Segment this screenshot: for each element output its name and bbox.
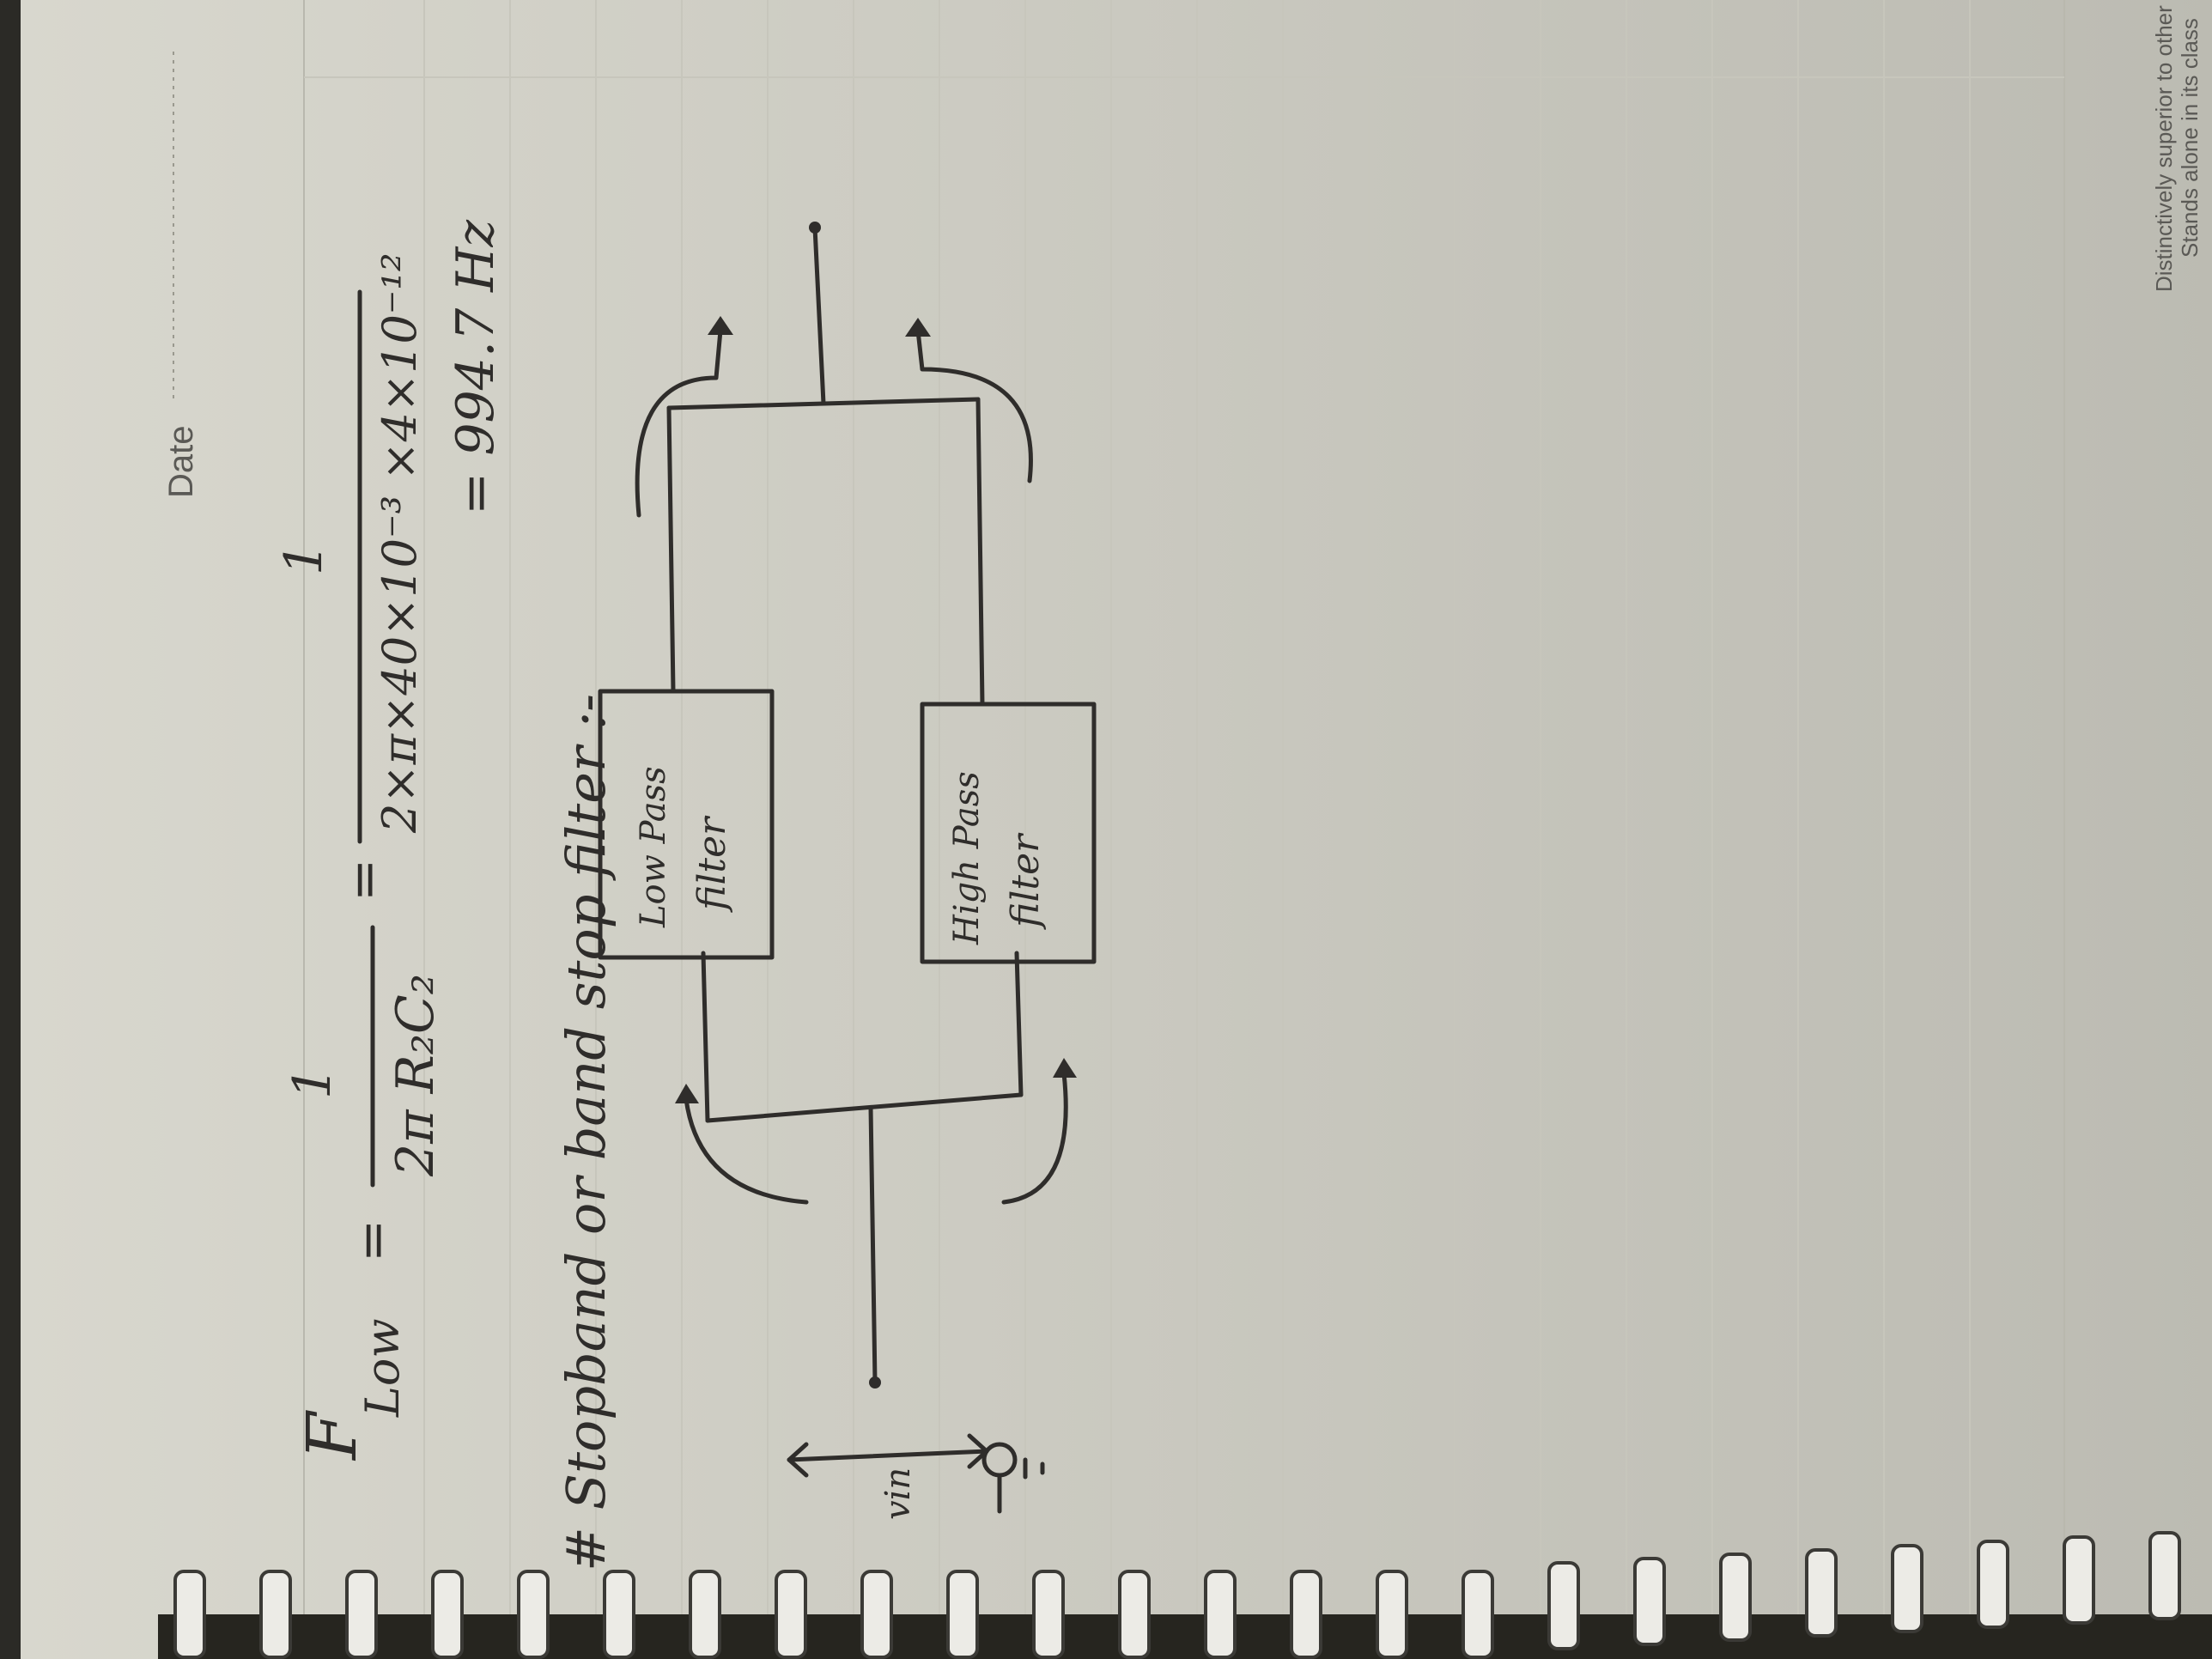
low-pass-label-2: filter xyxy=(690,815,734,913)
low-pass-label-1: Low Pass xyxy=(634,766,673,928)
output-node xyxy=(809,222,821,234)
input-arrow-line xyxy=(787,1449,989,1462)
formula-equals-1: = xyxy=(343,1219,403,1262)
high-pass-filter-block xyxy=(920,702,1097,964)
formula: F Low = 1 2π R₂C₂ = 1 2×π×40×10⁻³ ×4×10⁻… xyxy=(274,219,506,1462)
curved-arrow-4 xyxy=(915,328,1033,483)
slogan-line-2: Stands alone in its class xyxy=(2177,18,2203,258)
formula-equals-2: = xyxy=(334,859,394,902)
section-heading: # Stopband or band stop filter :- xyxy=(555,694,617,1571)
date-label: Date xyxy=(162,426,200,499)
curved-arrow-1 xyxy=(684,1097,809,1205)
input-label: vin xyxy=(878,1468,918,1520)
low-pass-filter-block xyxy=(598,689,775,960)
high-pass-label-2: filter xyxy=(1004,832,1048,930)
formula-result: = 994.7 Hz xyxy=(446,219,506,515)
band-stop-diagram: vin Low Pass filter High Pass filter xyxy=(598,222,1097,1520)
high-pass-label-1: High Pass xyxy=(947,771,987,945)
source-symbol xyxy=(981,1442,1018,1478)
page-drawing: Date F Low = 1 2π R₂C₂ = 1 2×π×40×10⁻³ ×… xyxy=(158,0,2212,1659)
formula-lhs: F xyxy=(292,1410,372,1462)
fraction-2-numerator: 1 xyxy=(274,543,334,575)
slogan-line-1: Distinctively superior to other xyxy=(2151,5,2177,292)
ruled-lines xyxy=(303,0,2065,1659)
curved-arrow-2 xyxy=(1001,1071,1068,1205)
spiral-binding xyxy=(158,1531,2212,1659)
notebook-page: Date F Low = 1 2π R₂C₂ = 1 2×π×40×10⁻³ ×… xyxy=(21,0,2212,1659)
fraction-1-numerator: 1 xyxy=(283,1066,343,1099)
formula-lhs-subscript: Low xyxy=(356,1318,410,1418)
fraction-1-denominator: 2π R₂C₂ xyxy=(386,974,446,1177)
curved-arrow-3 xyxy=(635,328,723,518)
fraction-2-denominator: 2×π×40×10⁻³ ×4×10⁻¹² xyxy=(373,252,427,834)
input-split-line xyxy=(705,1092,1024,1123)
